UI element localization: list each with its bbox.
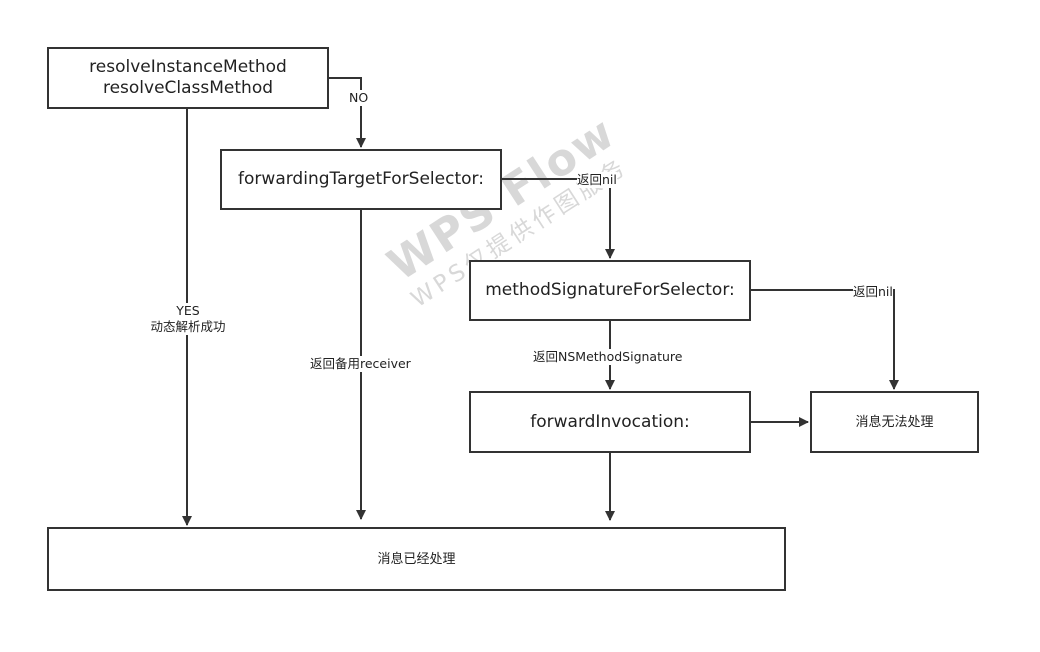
label-return-nil-1: 返回nil bbox=[577, 172, 617, 188]
node-forward-invocation-label: forwardInvocation: bbox=[530, 411, 690, 432]
node-method-signature[interactable]: methodSignatureForSelector: bbox=[469, 260, 751, 321]
label-return-nil-2: 返回nil bbox=[853, 284, 893, 300]
node-unhandled[interactable]: 消息无法处理 bbox=[810, 391, 979, 453]
node-forward-invocation[interactable]: forwardInvocation: bbox=[469, 391, 751, 453]
label-yes: YES bbox=[176, 303, 200, 318]
node-resolve-class-method-label: resolveClassMethod bbox=[102, 78, 274, 98]
edge-method-signature-to-unhandled bbox=[750, 289, 899, 390]
node-handled-label: 消息已经处理 bbox=[377, 551, 456, 567]
label-no: NO bbox=[349, 90, 369, 106]
node-resolve-instance-method-label: resolveInstanceMethod bbox=[89, 57, 287, 77]
edge-forwarding-target-to-method-signature bbox=[501, 178, 615, 259]
node-handled[interactable]: 消息已经处理 bbox=[47, 527, 786, 591]
label-return-backup-receiver: 返回备用receiver bbox=[310, 356, 411, 372]
node-resolve-method[interactable]: resolveInstanceMethod resolveClassMethod bbox=[47, 47, 329, 109]
node-forwarding-target[interactable]: forwardingTargetForSelector: bbox=[220, 149, 502, 210]
edge-resolve-to-forwarding-target bbox=[328, 77, 366, 148]
label-yes-group: YES 动态解析成功 bbox=[147, 303, 229, 335]
node-unhandled-label: 消息无法处理 bbox=[855, 414, 934, 430]
node-method-signature-label: methodSignatureForSelector: bbox=[485, 280, 735, 300]
label-return-signature: 返回NSMethodSignature bbox=[533, 349, 683, 365]
node-forwarding-target-label: forwardingTargetForSelector: bbox=[238, 169, 484, 189]
label-dynamic-resolve-success: 动态解析成功 bbox=[150, 319, 226, 334]
